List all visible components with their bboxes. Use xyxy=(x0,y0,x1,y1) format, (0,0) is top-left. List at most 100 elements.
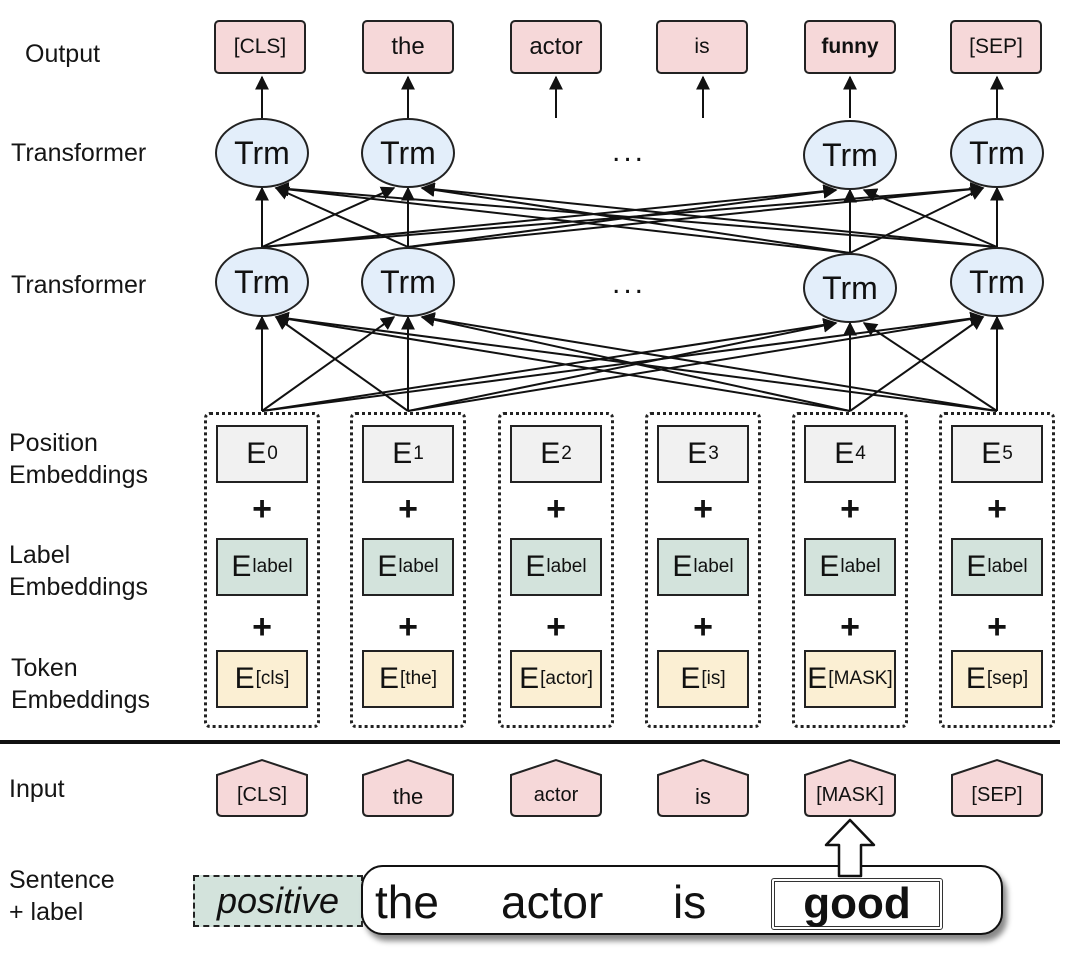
embedding-base: E xyxy=(687,437,708,470)
token-embedding-mask: E[MASK] xyxy=(804,650,896,708)
row-label-line: Embeddings xyxy=(9,461,148,489)
row-label-line: + label xyxy=(9,898,84,926)
embedding-base: E xyxy=(377,550,398,583)
ellipsis-bottom: ... xyxy=(612,267,647,300)
row-label-output: Output xyxy=(25,40,101,68)
embedding-base: E xyxy=(231,550,252,583)
pentagon-shape xyxy=(657,758,749,817)
embedding-subscript: 2 xyxy=(561,443,572,464)
row-label-line: Embeddings xyxy=(11,686,150,714)
embedding-subscript: 1 xyxy=(413,443,424,464)
output-token-the: the xyxy=(362,20,454,74)
sentence-label-chip: positive xyxy=(193,875,363,927)
sentence-box: the actor is good xyxy=(361,865,1003,935)
embedding-column xyxy=(350,412,466,728)
sentence-word: the xyxy=(375,876,439,928)
embedding-base: E xyxy=(672,550,693,583)
embedding-subscript: [actor] xyxy=(540,668,593,689)
embedding-base: E xyxy=(965,662,986,695)
trm-top-4: Trm xyxy=(803,120,897,190)
token-embedding-the: E[the] xyxy=(362,650,454,708)
input-token-actor: actor xyxy=(509,758,603,818)
input-token-is: is xyxy=(656,758,750,818)
trm-top-5: Trm xyxy=(950,118,1044,188)
row-label-line: Position xyxy=(9,429,98,457)
plus-icon: + xyxy=(987,490,1007,528)
plus-icon: + xyxy=(398,490,418,528)
embedding-subscript: label xyxy=(546,556,587,577)
plus-icon: + xyxy=(252,490,272,528)
row-label-line: Sentence xyxy=(9,866,115,894)
plus-icon: + xyxy=(546,490,566,528)
row-label-line: Label xyxy=(9,541,71,569)
trm-top-0: Trm xyxy=(215,118,309,188)
input-token-sep: [SEP] xyxy=(950,758,1044,818)
edge-emb-to-trm xyxy=(407,312,985,412)
edge-trm-to-trm xyxy=(274,182,998,248)
embedding-base: E xyxy=(525,550,546,583)
row-label-label-embeddings: Label Embeddings xyxy=(9,539,148,603)
output-token-sep: [SEP] xyxy=(950,20,1042,74)
input-token-label: [MASK] xyxy=(816,784,884,806)
output-token-is: is xyxy=(656,20,748,74)
edge-emb-to-trm xyxy=(407,318,838,412)
embedding-base: E xyxy=(246,437,267,470)
row-label-transformer-bottom: Transformer xyxy=(11,271,147,299)
embedding-subscript: label xyxy=(398,556,439,577)
edge-trm-to-trm xyxy=(849,187,985,254)
embedding-subscript: label xyxy=(252,556,293,577)
row-label-line: Embeddings xyxy=(9,573,148,601)
pentagon-shape xyxy=(362,758,454,817)
row-label-line: Token xyxy=(11,654,78,682)
input-token-mask: [MASK] xyxy=(803,758,897,818)
embedding-base: E xyxy=(234,662,255,695)
token-embedding-sep: E[sep] xyxy=(951,650,1043,708)
embedding-subscript: [MASK] xyxy=(828,668,893,689)
input-token-cls: [CLS] xyxy=(215,758,309,818)
trm-bottom-4: Trm xyxy=(803,253,897,323)
edge-emb-to-trm xyxy=(274,312,851,412)
token-embedding-is: E[is] xyxy=(657,650,749,708)
embedding-subscript: [the] xyxy=(400,668,437,689)
plus-icon: + xyxy=(840,490,860,528)
output-token-actor: actor xyxy=(510,20,602,74)
embedding-subscript: [cls] xyxy=(255,668,290,689)
embedding-base: E xyxy=(966,550,987,583)
token-embedding-cls: E[cls] xyxy=(216,650,308,708)
input-token-label: is xyxy=(695,784,711,809)
embedding-column xyxy=(498,412,614,728)
edge-emb-to-trm xyxy=(274,311,998,412)
plus-icon: + xyxy=(987,608,1007,646)
edge-trm-to-trm xyxy=(274,186,409,248)
token-embedding-actor: E[actor] xyxy=(510,650,602,708)
embedding-base: E xyxy=(680,662,701,695)
plus-icon: + xyxy=(546,608,566,646)
pentagon-shape xyxy=(951,758,1043,817)
edge-trm-to-trm xyxy=(420,182,998,248)
embedding-subscript: 5 xyxy=(1002,443,1013,464)
embedding-subscript: 0 xyxy=(267,443,278,464)
edge-emb-to-trm xyxy=(862,322,998,412)
row-label-token-embeddings: Token Embeddings xyxy=(11,652,150,716)
edge-trm-to-trm xyxy=(420,182,851,254)
embedding-column xyxy=(204,412,320,728)
embedding-subscript: [sep] xyxy=(986,668,1029,689)
embedding-base: E xyxy=(981,437,1002,470)
embedding-subscript: label xyxy=(987,556,1028,577)
embedding-base: E xyxy=(379,662,400,695)
ellipsis-top: ... xyxy=(612,135,647,168)
input-token-label: [CLS] xyxy=(236,784,288,806)
edge-emb-to-trm xyxy=(420,312,998,412)
row-label-transformer-top: Transformer xyxy=(11,139,147,167)
embedding-base: E xyxy=(819,550,840,583)
masked-word: good xyxy=(771,878,943,930)
mask-up-arrow-icon xyxy=(824,818,876,878)
output-token-cls: [CLS] xyxy=(214,20,306,74)
